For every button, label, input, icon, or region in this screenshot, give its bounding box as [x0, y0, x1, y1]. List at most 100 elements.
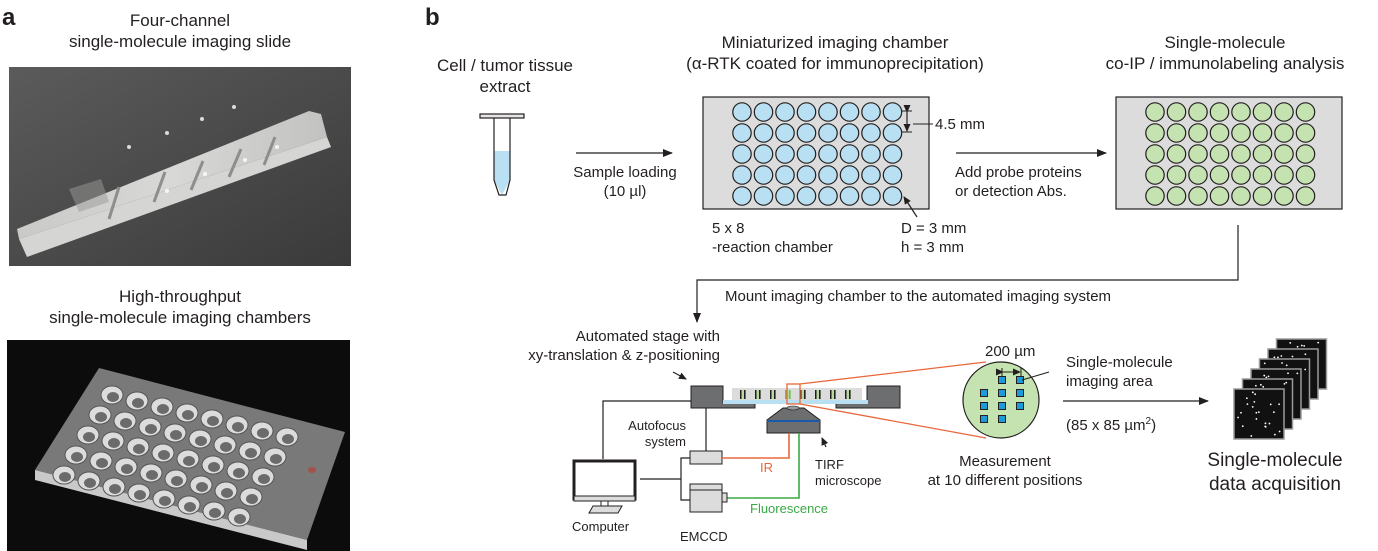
- well: [1209, 144, 1230, 164]
- well: [839, 144, 860, 164]
- well: [1188, 102, 1208, 122]
- well: [1274, 186, 1294, 206]
- stage-well-wall: [849, 390, 851, 399]
- well: [1252, 102, 1273, 122]
- stage-well-wall: [830, 390, 832, 399]
- well: [1274, 102, 1294, 122]
- chamber-on-stage: [732, 388, 862, 401]
- well: [861, 186, 881, 206]
- stage-well: [801, 390, 804, 399]
- well: [775, 165, 795, 185]
- imaging-area-size-suffix: ): [1151, 417, 1157, 434]
- well-zoom-projection: [786, 361, 987, 439]
- mount-label: Mount imaging chamber to the automated i…: [725, 288, 1112, 305]
- photo2-title: High-throughput single-molecule imaging …: [10, 286, 350, 328]
- stage-well: [756, 390, 759, 399]
- analysis-wells: [1145, 102, 1316, 206]
- well: [1231, 186, 1251, 206]
- measurement-label: Measurement at 10 different positions: [900, 452, 1110, 490]
- well: [1209, 123, 1230, 143]
- stage-well-wall: [819, 390, 821, 399]
- tirf-microscope-icon: [766, 405, 821, 434]
- ir-beam-line: [722, 433, 790, 459]
- well: [732, 186, 752, 206]
- fluorescence-label: Fluorescence: [750, 501, 829, 516]
- chamber-format-label: 5 x 8 -reaction chamber: [712, 219, 833, 257]
- sample-loading-line1: Sample loading: [573, 164, 677, 181]
- channel-dividers: [107, 136, 277, 220]
- imaging-area-label: Single-molecule imaging area: [1066, 353, 1173, 391]
- slide-photo-graphic: [9, 67, 351, 266]
- slide-edge: [19, 137, 331, 257]
- well: [882, 165, 903, 185]
- measurement-square: [998, 402, 1006, 410]
- well: [753, 186, 774, 206]
- imaging-area-size-sup: 2: [1145, 416, 1152, 427]
- well: [732, 123, 752, 143]
- well: [732, 165, 752, 185]
- stage-well: [816, 390, 819, 399]
- photo1-title-line1: Four-channel: [129, 11, 231, 30]
- imaging-area-line2: imaging area: [1066, 373, 1153, 390]
- measurement-square: [980, 402, 988, 410]
- data-frame: [1233, 388, 1285, 440]
- stage-well-wall: [804, 390, 806, 399]
- emccd-label: EMCCD: [680, 529, 728, 544]
- well: [839, 165, 860, 185]
- well-spacing-label: 4.5 mm: [935, 116, 986, 133]
- well-height: h = 3 mm: [901, 239, 964, 256]
- add-probe-label: Add probe proteins or detection Abs.: [955, 163, 1082, 201]
- well: [839, 123, 860, 143]
- well: [1166, 102, 1187, 122]
- well: [818, 165, 838, 185]
- well: [1145, 165, 1165, 185]
- stage-well-wall: [774, 390, 776, 399]
- well: [861, 123, 881, 143]
- well: [818, 144, 838, 164]
- imaging-area-line1: Single-molecule: [1066, 354, 1173, 371]
- well: [882, 144, 903, 164]
- stage-well-wall: [815, 390, 817, 399]
- well: [796, 186, 817, 206]
- well: [1231, 123, 1251, 143]
- well: [1145, 123, 1165, 143]
- well: [796, 165, 817, 185]
- slide-glass: [17, 111, 327, 239]
- acquisition-line1: Single-molecule: [1207, 450, 1343, 471]
- well: [1252, 144, 1273, 164]
- well-spacing-indicator: [902, 105, 933, 133]
- stage-well: [831, 390, 834, 399]
- chamber-edge: [35, 470, 307, 550]
- measurement-square: [980, 415, 988, 423]
- well: [796, 102, 817, 122]
- sample-title-line1: Cell / tumor tissue: [436, 56, 574, 75]
- tirf-line2: microscope: [815, 473, 882, 488]
- well: [818, 102, 838, 122]
- stage-well-wall: [744, 390, 746, 399]
- autofocus-box: [689, 450, 723, 465]
- chamber-title-line1: Miniaturized imaging chamber: [721, 33, 949, 52]
- zoomed-well: [962, 361, 1050, 439]
- chamber-title-line2: (α-RTK coated for immunoprecipitation): [686, 54, 984, 73]
- fluorescence-beam-line: [727, 433, 800, 499]
- stage-well-wall: [740, 390, 742, 399]
- well: [1274, 123, 1294, 143]
- well: [882, 123, 903, 143]
- well: [1166, 144, 1187, 164]
- well: [1231, 102, 1251, 122]
- chambers-photo-graphic: [7, 340, 350, 551]
- well: [1295, 102, 1316, 122]
- measurement-square: [998, 415, 1006, 423]
- autofocus-line2: system: [644, 434, 686, 449]
- analysis-title-line2: co-IP / immunolabeling analysis: [1105, 54, 1345, 73]
- sample-title: Cell / tumor tissue extract: [420, 55, 590, 97]
- well: [1209, 165, 1230, 185]
- well: [1252, 123, 1273, 143]
- four-channel-slide-photo: [9, 67, 351, 266]
- stage-well-wall: [845, 390, 847, 399]
- well: [1145, 102, 1165, 122]
- emccd-camera-icon: [689, 483, 728, 513]
- measurement-square: [998, 389, 1006, 397]
- well: [1252, 165, 1273, 185]
